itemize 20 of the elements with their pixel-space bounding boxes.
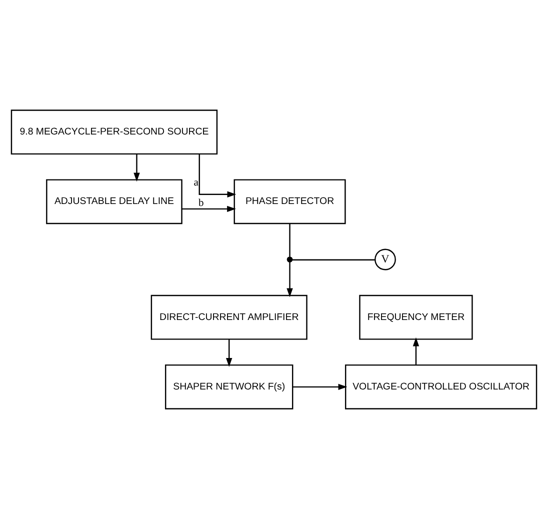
arrow — [286, 261, 293, 297]
edge-label: a — [194, 177, 198, 188]
node-circle: V — [374, 248, 396, 270]
node-circle — [286, 256, 293, 262]
edge-label: b — [198, 198, 204, 209]
node-box: ADJUSTABLE DELAY LINE — [46, 178, 182, 224]
node-box: DIRECT-CURRENT AMPLIFIER — [150, 294, 308, 340]
node-box: 9.8 MEGACYCLE-PER-SECOND SOURCE — [10, 109, 218, 154]
node-box: SHAPER NETWORK F(s) — [164, 364, 294, 409]
node-box: PHASE DETECTOR — [234, 178, 346, 224]
arrow — [182, 205, 236, 212]
arrow — [198, 154, 236, 197]
node-box: VOLTAGE-CONTROLLED OSCILLATOR — [345, 364, 538, 409]
node-box: FREQUENCY METER — [359, 294, 473, 340]
arrow — [226, 338, 232, 366]
connector — [292, 258, 375, 260]
arrow — [134, 154, 140, 182]
arrow — [292, 383, 348, 390]
connector — [289, 223, 290, 256]
arrow — [412, 336, 420, 364]
